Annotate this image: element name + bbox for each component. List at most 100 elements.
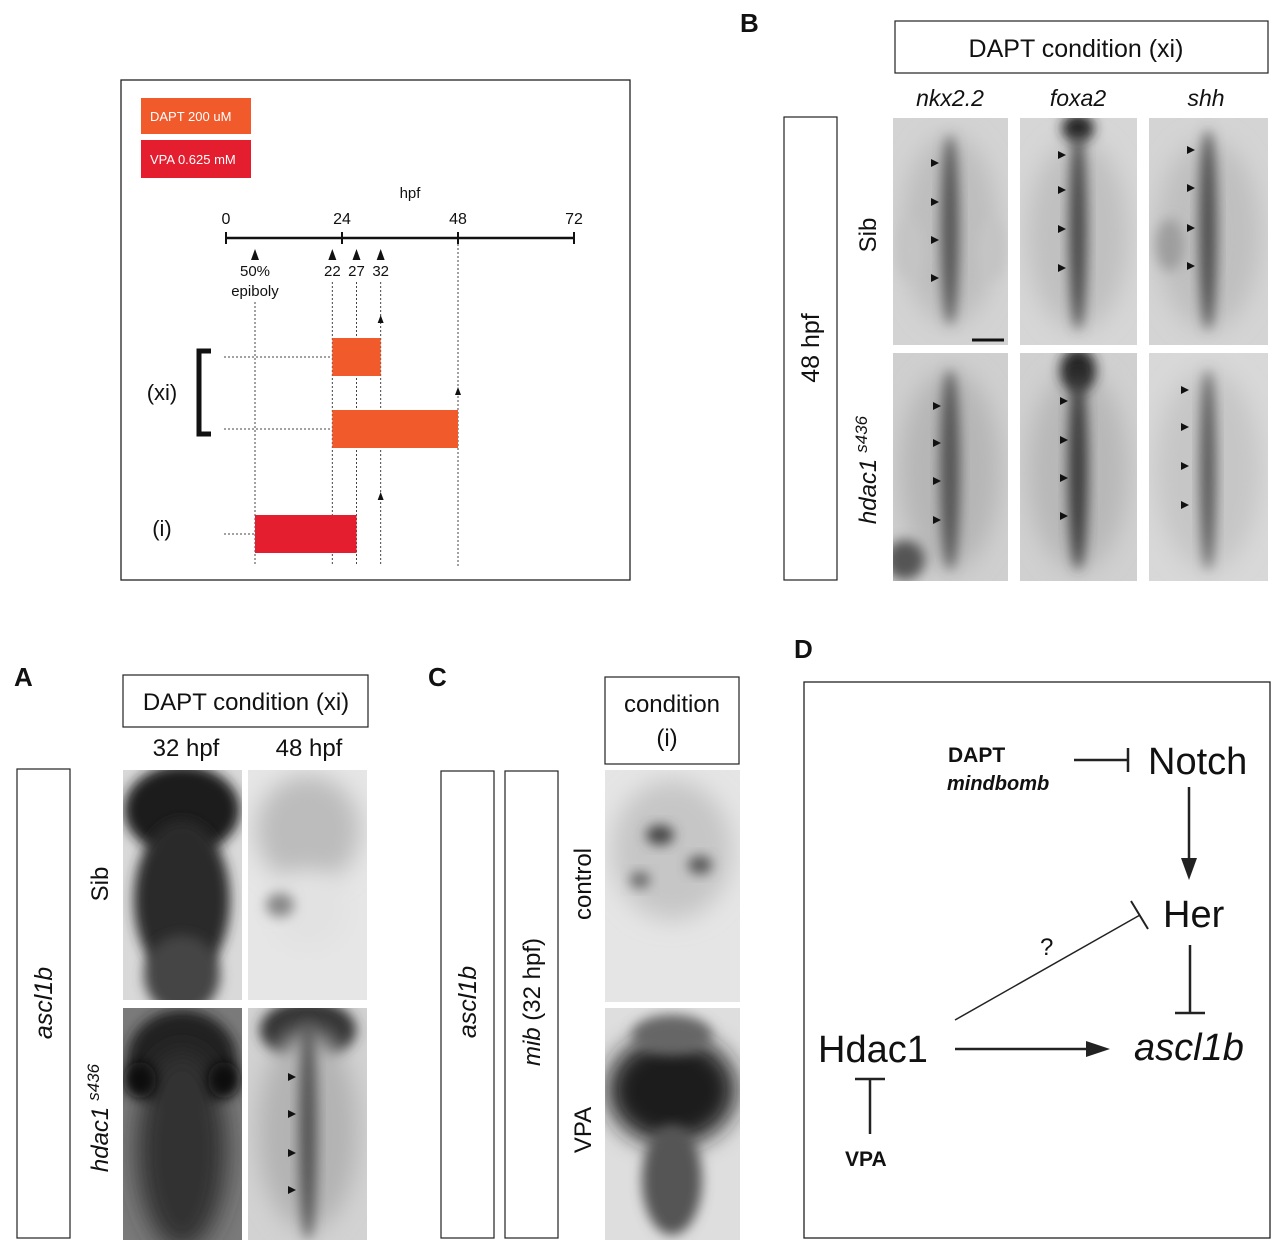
- panel-a: A DAPT condition (xi) 32 hpf 48 hpf ascl…: [14, 662, 369, 1240]
- expression-arrowhead: [1058, 186, 1066, 194]
- panel-b-stage-box: [783, 116, 838, 581]
- treatment-bar: [332, 338, 381, 376]
- micrograph-c-control: [605, 770, 740, 1002]
- expression-arrowhead: [1060, 436, 1068, 444]
- micrograph-b-sib-foxa2: [1020, 118, 1137, 345]
- micrograph-a-hdac1-32hpf: [123, 1008, 242, 1240]
- node-dapt: DAPT: [948, 744, 1005, 767]
- panel-a-gene: ascl1b: [30, 967, 58, 1039]
- node-her: Her: [1163, 894, 1225, 936]
- panel-a-header: DAPT condition (xi): [143, 689, 349, 716]
- panel-a-letter: A: [14, 662, 33, 692]
- node-vpa: VPA: [845, 1148, 887, 1171]
- inhibit-bar-her: [1130, 900, 1149, 930]
- panel-b: B DAPT condition (xi) nkx2.2 foxa2 shh 4…: [740, 8, 1269, 581]
- expression-arrowhead: [1058, 264, 1066, 272]
- expression-arrowhead: [1058, 225, 1066, 233]
- marker-arrowhead: [352, 249, 361, 260]
- axis-tick-label: 72: [565, 211, 583, 228]
- panel-c-header-line1: condition: [624, 691, 720, 718]
- panel-c-genotype-box: [504, 770, 559, 1239]
- panel-c-gene-box: [440, 770, 495, 1239]
- expression-arrowhead: [933, 402, 941, 410]
- axis-tick-label: 48: [449, 211, 467, 228]
- marker-arrowhead: [251, 249, 259, 260]
- fixation-arrowhead: [377, 492, 384, 500]
- expression-arrowhead: [1187, 262, 1195, 270]
- treatment-bars: [224, 315, 461, 553]
- micrograph-b-hdac1-foxa2: [1020, 353, 1137, 581]
- panel-b-col-shh: shh: [1187, 85, 1224, 111]
- panel-b-header-box: [894, 20, 1269, 74]
- panel-b-col-foxa2: foxa2: [1050, 85, 1106, 111]
- marker-arrowhead: [328, 249, 337, 260]
- expression-arrowhead: [1181, 462, 1189, 470]
- panel-b-row-hdac1: hdac1s436: [852, 415, 882, 524]
- treatment-bar: [255, 515, 357, 553]
- panel-b-col-nkx22: nkx2.2: [916, 85, 984, 111]
- micrograph-a-sib-48hpf: [248, 770, 367, 1000]
- panel-b-header: DAPT condition (xi): [969, 35, 1184, 63]
- panel-c-gene: ascl1b: [454, 966, 482, 1038]
- panel-c-row-control: control: [570, 848, 597, 920]
- panel-a-gene-box: [16, 768, 71, 1239]
- panel-b-stage: 48 hpf: [797, 313, 825, 383]
- condition-xi-bracket: [196, 348, 211, 437]
- panel-c: C condition (i) ascl1b mib (32 hpf) cont…: [428, 662, 740, 1240]
- panel-a-col-48: 48 hpf: [276, 735, 343, 762]
- axis-tick-label: 0: [222, 211, 231, 228]
- expression-arrowhead: [288, 1149, 296, 1157]
- axis-tick-label: 24: [333, 211, 351, 228]
- question-mark: ?: [1040, 934, 1053, 961]
- panel-c-header-line2: (i): [656, 725, 677, 752]
- node-hdac1: Hdac1: [818, 1029, 928, 1071]
- condition-xi-label: (xi): [147, 380, 178, 405]
- panel-d-frame: [803, 681, 1271, 1239]
- micrograph-a-hdac1-48hpf: [248, 1008, 367, 1240]
- expression-arrowhead: [1060, 474, 1068, 482]
- legend-dapt-swatch: [141, 98, 251, 134]
- edge-hdac1-inhibits-her: [954, 914, 1141, 1021]
- node-mindbomb: mindbomb: [947, 773, 1049, 795]
- expression-arrowhead: [288, 1110, 296, 1118]
- expression-arrowhead: [931, 274, 939, 282]
- expression-arrowhead: [933, 439, 941, 447]
- legend-vpa-label: VPA 0.625 mM: [150, 152, 236, 167]
- panel-a-col-32: 32 hpf: [153, 735, 220, 762]
- panel-b-row-sib: Sib: [855, 218, 882, 253]
- panel-a-row-hdac1: hdac1s436: [84, 1063, 114, 1172]
- node-ascl1b: ascl1b: [1134, 1027, 1244, 1069]
- panel-c-header-box: [604, 676, 740, 765]
- micrograph-b-sib-nkx22: [893, 118, 1008, 345]
- expression-arrowhead: [1058, 151, 1066, 159]
- marker-arrowhead: [376, 249, 385, 260]
- fixation-arrowhead: [455, 387, 461, 395]
- micrograph-b-sib-shh: [1149, 118, 1268, 345]
- micrograph-c-vpa: [605, 1008, 740, 1240]
- panel-c-row-vpa: VPA: [570, 1107, 597, 1153]
- legend-vpa-swatch: [141, 140, 251, 178]
- arrowhead-ascl1b: [1086, 1041, 1110, 1057]
- legend-dapt-label: DAPT 200 uM: [150, 109, 231, 124]
- expression-arrowhead: [1187, 224, 1195, 232]
- expression-arrowhead: [1181, 501, 1189, 509]
- micrograph-a-sib-32hpf: [123, 770, 242, 1000]
- panel-d: D DAPT mindbomb Notch Her Hdac1 ascl1b V…: [794, 634, 1271, 1239]
- panel-c-genotype: mib (32 hpf): [519, 938, 546, 1066]
- panel-a-row-sib: Sib: [87, 867, 114, 902]
- panel-a-header-box: [122, 674, 369, 728]
- treatment-bar: [332, 410, 458, 448]
- marker-label-2: epiboly: [231, 283, 279, 300]
- expression-arrowhead: [933, 477, 941, 485]
- marker-label: 27: [348, 263, 365, 280]
- expression-arrowhead: [1060, 397, 1068, 405]
- expression-arrowhead: [1060, 512, 1068, 520]
- expression-arrowhead: [1187, 146, 1195, 154]
- expression-arrowhead: [1187, 184, 1195, 192]
- axis-title: hpf: [400, 185, 422, 202]
- marker-label: 22: [324, 263, 341, 280]
- node-notch: Notch: [1148, 741, 1247, 783]
- expression-arrowhead: [931, 198, 939, 206]
- expression-arrowhead: [933, 516, 941, 524]
